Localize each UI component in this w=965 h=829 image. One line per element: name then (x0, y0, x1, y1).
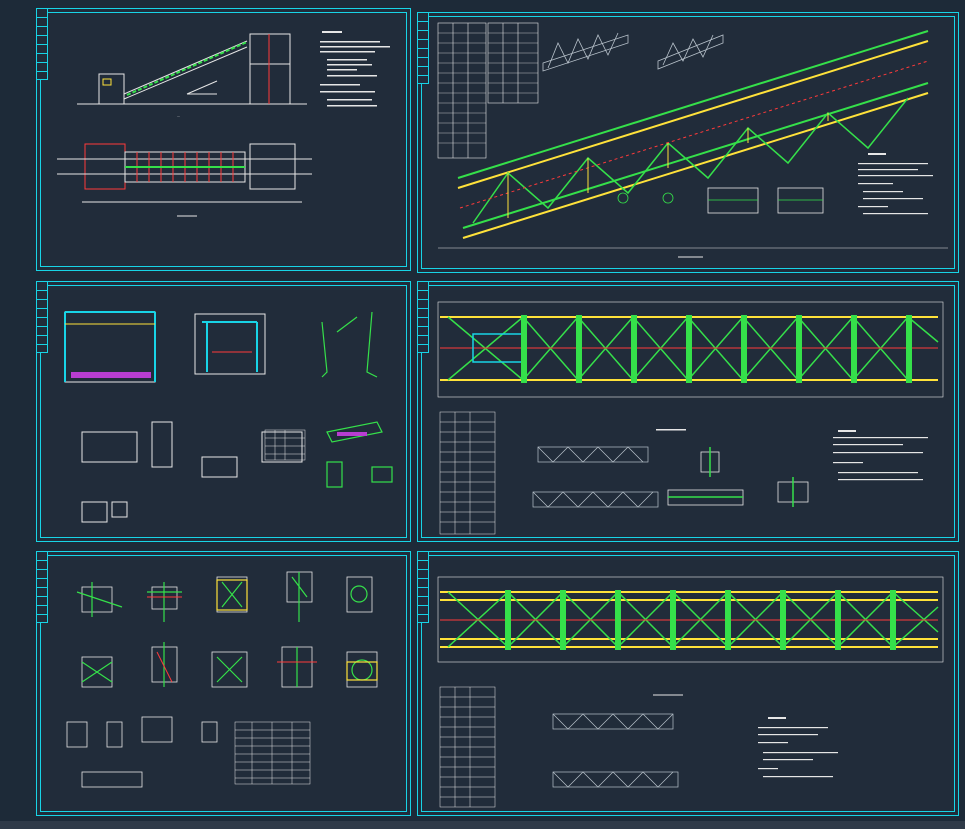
section-details-drawing (64, 311, 393, 523)
inclined-truss-drawing (437, 22, 948, 258)
sheet-inner-frame (40, 12, 407, 267)
status-bar (0, 821, 965, 829)
elevation-plan-drawing: — (57, 31, 390, 217)
truss-plan-2-drawing (437, 576, 944, 808)
sheet-inner-frame (40, 555, 407, 812)
drawing-sheet-truss-plan-1[interactable] (417, 281, 959, 542)
sheet-title-block (418, 282, 429, 353)
sheet-title-block (418, 13, 429, 84)
sheet-inner-frame (421, 285, 955, 538)
sheet-title-block (418, 552, 429, 623)
drawing-sheet-section-details[interactable] (36, 281, 411, 542)
sheet-inner-frame (40, 285, 407, 538)
sheet-title-block (37, 9, 48, 80)
sheet-title-block (37, 552, 48, 623)
sheet-inner-frame (421, 555, 955, 812)
drawing-sheet-elevation-plan[interactable]: — (36, 8, 411, 271)
truss-plan-1-drawing (437, 301, 944, 535)
joint-details-drawing (66, 571, 378, 788)
sheet-title-block (37, 282, 48, 353)
sheet-inner-frame (421, 16, 955, 269)
drawing-sheet-joint-details[interactable] (36, 551, 411, 816)
svg-text:—: — (177, 114, 180, 118)
drawing-sheet-inclined-truss[interactable] (417, 12, 959, 273)
drawing-sheet-truss-plan-2[interactable] (417, 551, 959, 816)
